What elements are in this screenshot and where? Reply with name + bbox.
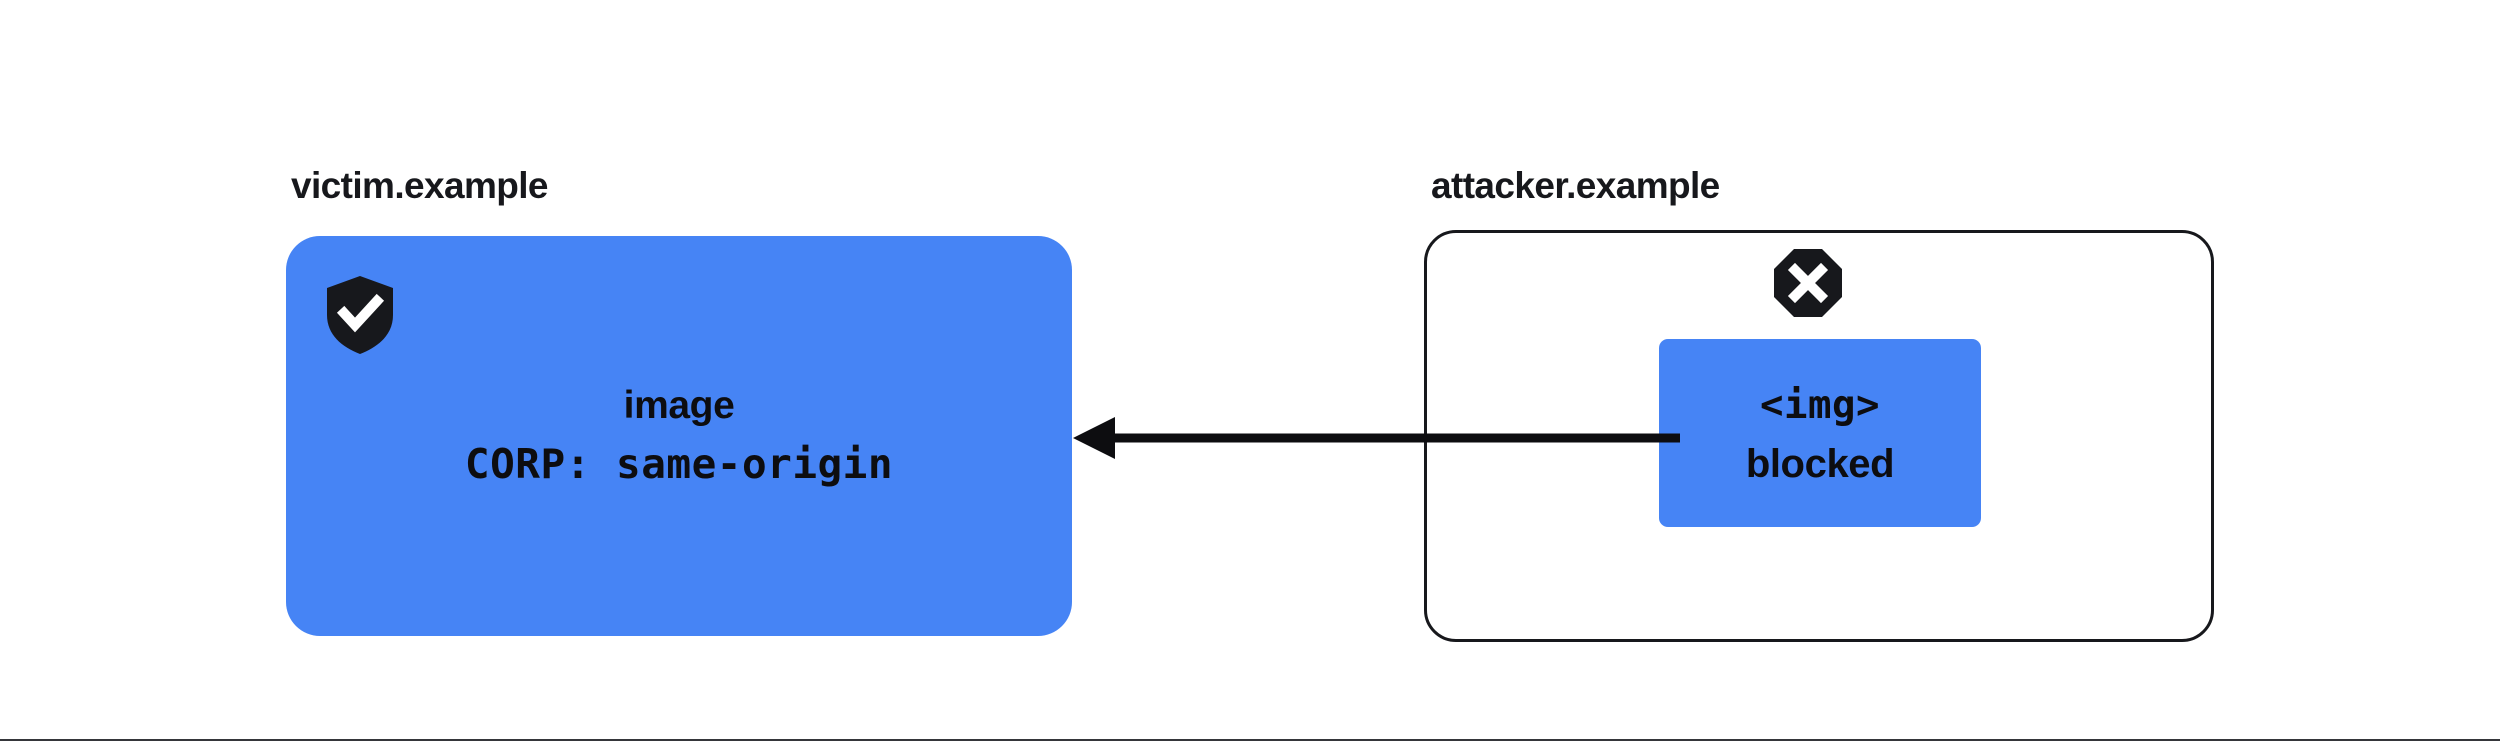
victim-corp-header: CORP: same-origin bbox=[464, 440, 894, 488]
blocked-image-embed bbox=[1659, 339, 1981, 527]
victim-resource-name: image bbox=[623, 384, 735, 427]
blocked-img-status: blocked bbox=[1745, 442, 1895, 486]
octagon-x-icon bbox=[1773, 248, 1843, 318]
victim-domain-label: victim.example bbox=[291, 165, 549, 206]
victim-resource-card bbox=[286, 236, 1072, 636]
bottom-divider bbox=[0, 739, 2500, 741]
blocked-img-tag: <img> bbox=[1760, 383, 1880, 428]
attacker-domain-label: attacker.example bbox=[1431, 165, 1720, 206]
shield-check-icon bbox=[325, 275, 395, 355]
